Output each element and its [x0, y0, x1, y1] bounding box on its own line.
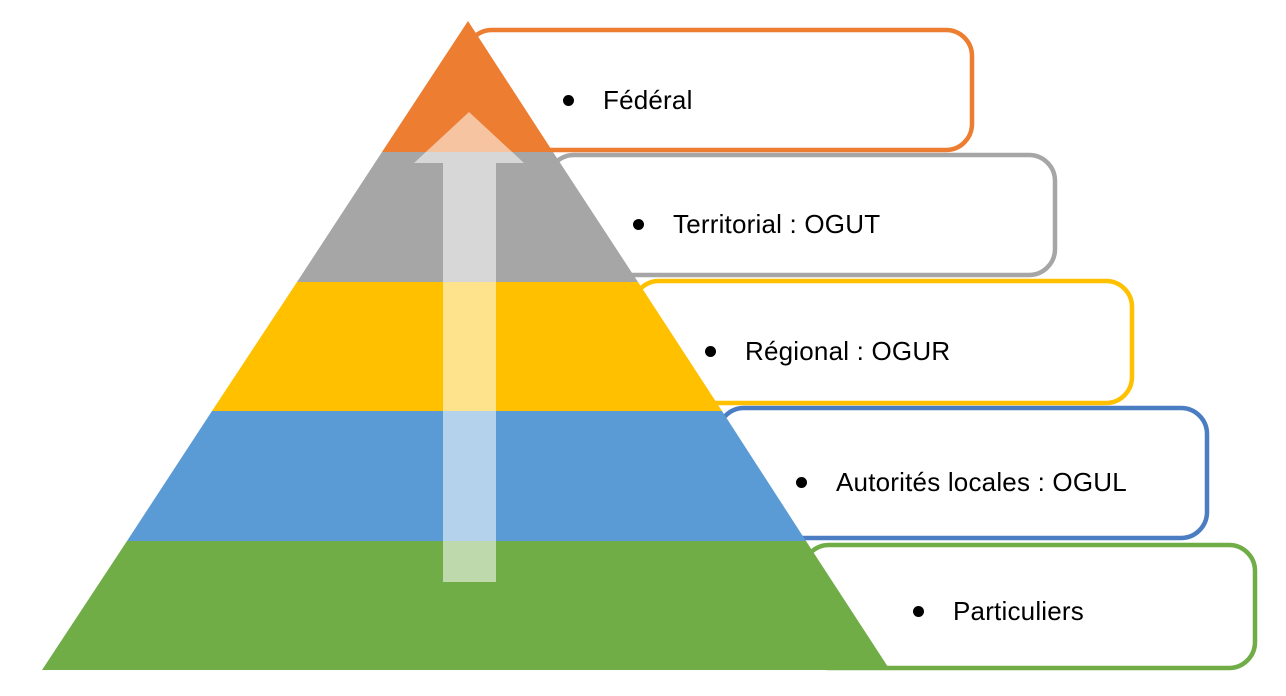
bullet-icon [705, 345, 716, 357]
level-label-federal: Fédéral [603, 84, 693, 115]
upward-arrow-icon [414, 112, 524, 582]
bullet-icon [796, 476, 807, 488]
level-item-autorites: Autorités locales : OGUL [796, 461, 1127, 503]
callout-boxes [463, 27, 1258, 671]
pyramid-band-particuliers [42, 541, 890, 670]
level-label-regional: Régional : OGUR [745, 335, 951, 366]
bullet-icon [633, 218, 644, 230]
level-label-autorites: Autorités locales : OGUL [836, 466, 1127, 497]
bullet-icon [563, 94, 574, 106]
level-item-territorial: Territorial : OGUT [633, 203, 880, 245]
level-item-federal: Fédéral [563, 79, 693, 121]
pyramid-band-federal [382, 21, 553, 152]
level-item-particuliers: Particuliers [913, 590, 1084, 632]
level-label-particuliers: Particuliers [953, 595, 1084, 626]
level-box-federal [463, 27, 975, 153]
level-item-regional: Régional : OGUR [705, 330, 950, 372]
level-label-territorial: Territorial : OGUT [673, 208, 881, 239]
bullet-icon [913, 605, 924, 617]
